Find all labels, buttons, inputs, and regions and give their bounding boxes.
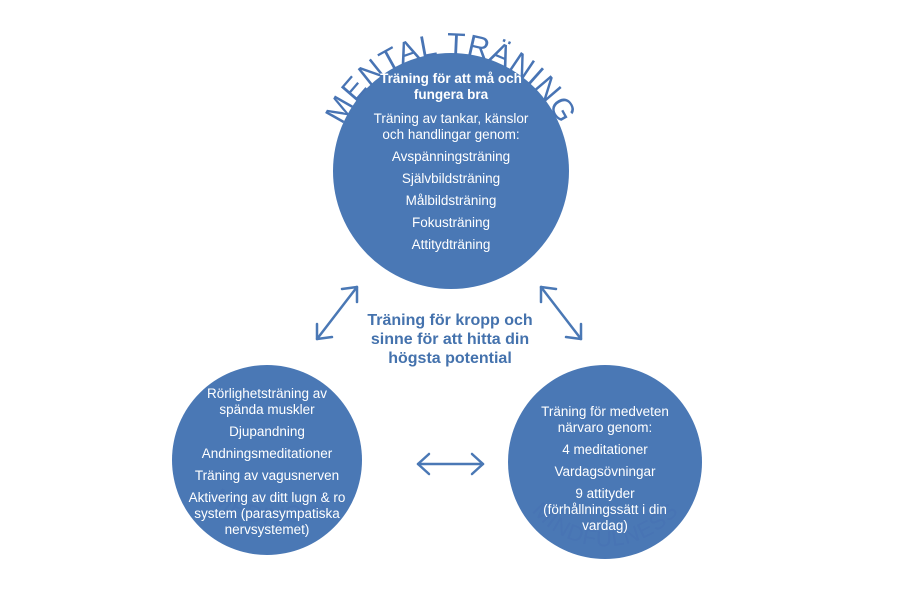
mental-training-heading: Träning för att må och fungera bra [380, 71, 522, 102]
mediyoga-item: Rörlighetsträning av spända muskler [206, 386, 328, 417]
mental-training-item: Självbildsträning [401, 171, 501, 186]
mindfulness-circle [508, 365, 702, 559]
mental-training-content: Träning för att må och fungera bra Träni… [361, 71, 541, 259]
center-text: Träning för kropp och sinne för att hitt… [367, 312, 533, 367]
mindfulness-item: 4 meditationer [562, 442, 648, 457]
mental-training-intro: Träning av tankar, känslor och handlinga… [373, 111, 529, 142]
mediyoga-item: Djupandning [229, 424, 305, 439]
mediyoga-item: Träning av vagusnerven [194, 468, 340, 483]
arrow-mental-mindfulness [539, 285, 583, 341]
arrow-mediyoga-mindfulness [416, 452, 485, 476]
mental-training-item: Avspänningsträning [391, 149, 511, 164]
mental-training-item: Fokusträning [411, 215, 491, 230]
mediyoga-item: Andningsmeditationer [201, 446, 333, 461]
mindfulness-intro: Träning för medveten närvaro genom: [541, 404, 669, 435]
mindfulness-item: 9 attityder (förhållningssätt i din vard… [543, 486, 667, 533]
mediyoga-circle [172, 365, 362, 555]
mental-training-item: Målbildsträning [405, 193, 497, 208]
mindfulness-item: Vardagsövningar [554, 464, 656, 479]
arrow-mental-mediyoga [315, 285, 359, 341]
mental-training-circle [333, 53, 569, 289]
mediyoga-content: Rörlighetsträning av spända muskler Djup… [187, 386, 347, 544]
mindfulness-content: Träning för medveten närvaro genom: 4 me… [540, 404, 670, 540]
mental-training-item: Attitydträning [411, 237, 491, 252]
mediyoga-item: Aktivering av ditt lugn & ro system (par… [188, 490, 346, 537]
